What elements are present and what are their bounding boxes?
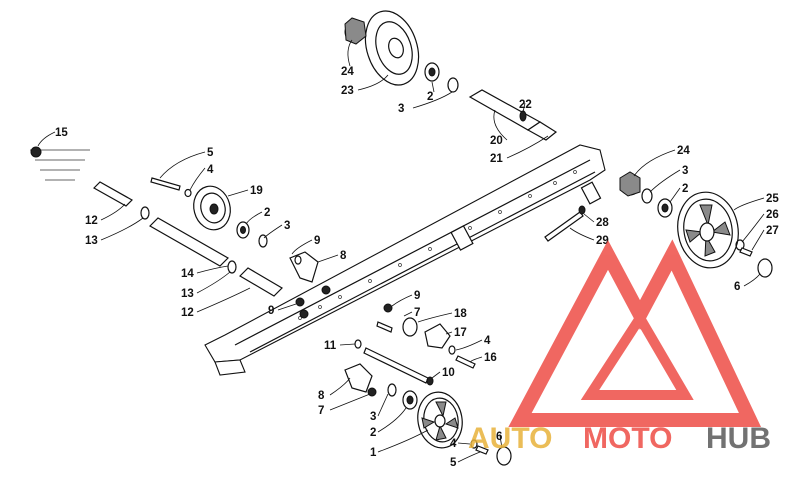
callout-label: 23 <box>341 85 354 97</box>
callout-label: 22 <box>519 99 532 111</box>
axle-12-lower <box>239 267 283 297</box>
callout-label: 3 <box>682 165 688 177</box>
callout-label: 26 <box>766 209 779 221</box>
callout-label: 19 <box>250 185 263 197</box>
top-axle-20 <box>468 89 558 141</box>
automotohub-watermark: AUTO MOTO HUB <box>468 239 771 455</box>
callout-label: 20 <box>490 135 503 147</box>
callout-label: 2 <box>427 91 433 103</box>
watermark-text-hub: HUB <box>706 422 771 455</box>
callout-label: 29 <box>596 235 609 247</box>
callout-label: 3 <box>284 220 290 232</box>
bolt-5 <box>150 177 192 198</box>
callout-label: 13 <box>181 288 194 300</box>
callout-label: 4 <box>207 164 214 176</box>
callout-label: 10 <box>442 367 455 379</box>
rail-holes <box>298 170 577 320</box>
callout-label: 6 <box>496 431 502 443</box>
slide-rail-frame <box>30 144 606 376</box>
top-idler-wheel <box>344 10 420 86</box>
washers-4-16 <box>448 345 476 369</box>
bolt-11-10 <box>354 339 434 386</box>
lower-wheel-1 <box>417 391 512 466</box>
callout-label: 15 <box>55 127 68 139</box>
leader-lines <box>37 39 765 463</box>
right-idler-wheel <box>619 171 773 278</box>
callout-label: 2 <box>370 427 376 439</box>
callout-label: 4 <box>450 438 457 450</box>
callout-label: 12 <box>85 215 98 227</box>
rail-rear-sketch <box>30 149 90 181</box>
watermark-text-auto: AUTO <box>468 422 552 455</box>
callout-label: 7 <box>318 405 324 417</box>
callout-label: 5 <box>450 457 457 469</box>
callout-label: 28 <box>596 217 609 229</box>
callout-label: 27 <box>766 225 779 237</box>
callout-label: 5 <box>207 147 214 159</box>
callout-label: 2 <box>264 207 270 219</box>
callout-label: 9 <box>414 290 420 302</box>
axle-14 <box>149 217 237 274</box>
callout-label: 8 <box>318 390 325 402</box>
callout-label: 7 <box>414 307 420 319</box>
callout-label: 12 <box>181 307 194 319</box>
nut-15 <box>30 146 42 158</box>
callout-label: 25 <box>766 193 779 205</box>
bracket-8-upper <box>289 251 319 283</box>
callout-label: 14 <box>181 268 194 280</box>
top-bearing-2 <box>424 62 440 82</box>
callout-label: 9 <box>314 235 320 247</box>
callout-label: 6 <box>734 281 740 293</box>
callout-label: 4 <box>484 335 491 347</box>
spacer-18 <box>376 303 418 337</box>
callout-label: 9 <box>268 305 274 317</box>
callout-label: 17 <box>454 327 467 339</box>
bracket-17 <box>424 323 451 349</box>
callout-label: 11 <box>324 340 337 352</box>
callout-label: 2 <box>682 183 688 195</box>
callout-numbers: 24 23 2 3 22 20 21 15 5 4 19 12 13 2 3 9… <box>55 66 779 469</box>
small-nuts <box>295 285 331 319</box>
callout-label: 1 <box>370 447 377 459</box>
callout-label: 24 <box>677 145 690 157</box>
callout-label: 16 <box>484 352 497 364</box>
long-bolt-29 <box>544 205 586 242</box>
callout-label: 13 <box>85 235 98 247</box>
callout-label: 3 <box>398 103 404 115</box>
upper-left-wheel <box>193 185 268 248</box>
callout-label: 8 <box>340 250 347 262</box>
callout-label: 24 <box>341 66 354 78</box>
watermark-text-moto: MOTO <box>583 422 672 455</box>
axle-12-upper <box>93 181 150 220</box>
callout-label: 18 <box>454 308 467 320</box>
callout-label: 21 <box>490 153 503 165</box>
top-ring-3 <box>447 77 459 93</box>
bracket-8-lower <box>344 363 418 410</box>
callout-label: 3 <box>370 411 376 423</box>
